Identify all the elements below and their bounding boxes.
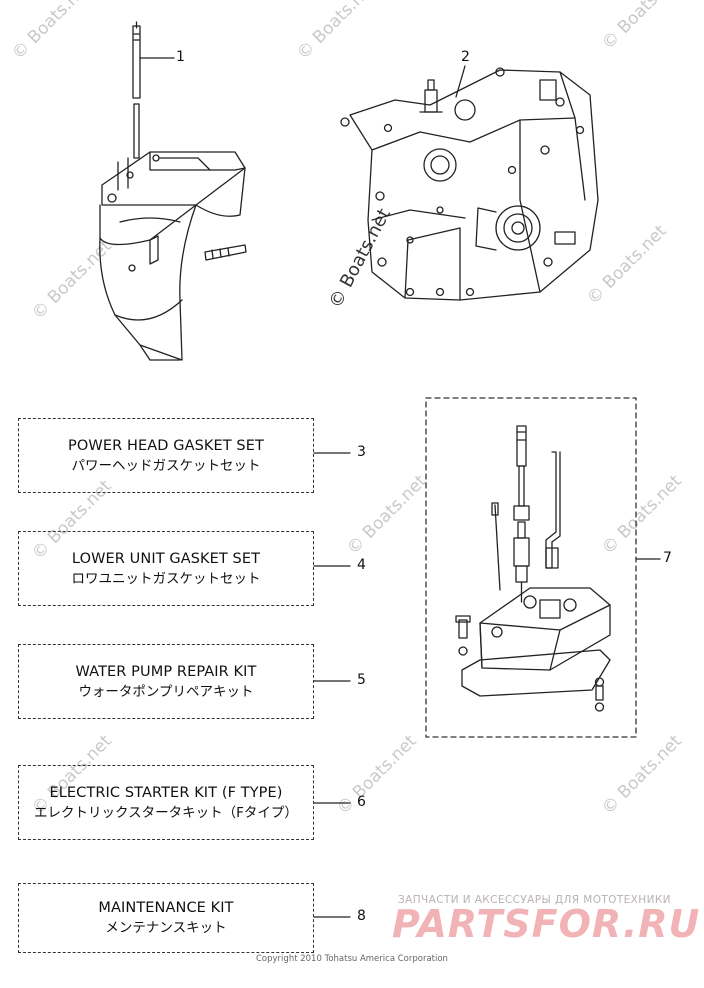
kit-label-jp: パワーヘッドガスケットセット [71, 457, 261, 474]
kit-label-jp: エレクトリックスタータキット（Fタイプ） [34, 804, 298, 821]
footer-tagline: ЗАПЧАСТИ И АКСЕССУАРЫ ДЛЯ МОТОТЕХНИКИ [398, 894, 671, 906]
callout-3: 3 [357, 444, 366, 460]
kit-label-en: POWER HEAD GASKET SET [68, 437, 264, 454]
callout-5: 5 [357, 672, 366, 688]
kit-label-jp: メンテナンスキット [105, 920, 227, 936]
assembly-frame [425, 397, 637, 738]
callout-4: 4 [357, 557, 366, 573]
water-pump-assembly-drawing [455, 425, 611, 712]
callout-7: 7 [663, 550, 672, 566]
kit-label-en: MAINTENANCE KIT [98, 900, 234, 916]
kit-maintenance-kit: MAINTENANCE KIT メンテナンスキット [18, 883, 314, 953]
callout-2: 2 [461, 49, 470, 65]
kit-lower-unit-gasket-set: LOWER UNIT GASKET SET ロワユニットガスケットセット [18, 531, 314, 606]
kit-power-head-gasket-set: POWER HEAD GASKET SET パワーヘッドガスケットセット [18, 418, 314, 493]
kit-water-pump-repair-kit: WATER PUMP REPAIR KIT ウォータポンプリペアキット [18, 644, 314, 719]
partsfor-logo: PARTSFOR.RU [392, 902, 701, 946]
lower-unit-drawing [99, 21, 247, 361]
callout-1: 1 [176, 49, 185, 65]
callout-6: 6 [357, 794, 366, 810]
kit-label-en: ELECTRIC STARTER KIT (F TYPE) [49, 784, 283, 801]
copyright-text: Copyright 2010 Tohatsu America Corporati… [256, 954, 448, 964]
kit-label-jp: ウォータポンプリペアキット [78, 683, 254, 700]
kit-label-jp: ロワユニットガスケットセット [71, 570, 261, 587]
power-head-drawing [340, 67, 599, 301]
kit-label-en: WATER PUMP REPAIR KIT [75, 663, 257, 680]
kit-label-en: LOWER UNIT GASKET SET [71, 550, 261, 567]
callout-8: 8 [357, 908, 366, 924]
kit-electric-starter-kit: ELECTRIC STARTER KIT (F TYPE) エレクトリックスター… [18, 765, 314, 840]
